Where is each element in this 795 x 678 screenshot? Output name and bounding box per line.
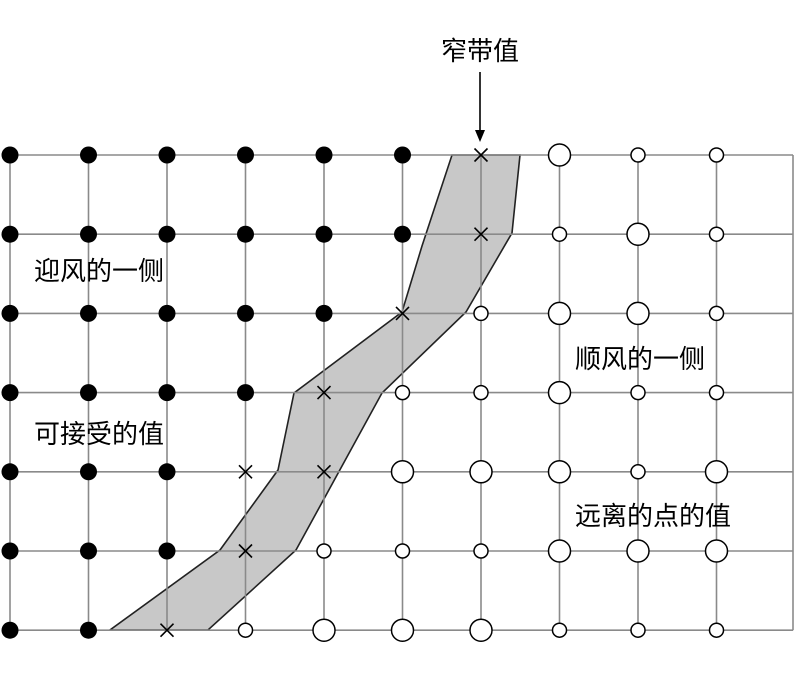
cross-stroke — [238, 543, 253, 559]
cross-point — [473, 227, 489, 242]
cross-point — [238, 543, 253, 559]
open-point-small — [473, 305, 489, 322]
filled-point — [80, 384, 97, 402]
filled-point — [1, 384, 19, 402]
open-point-large — [547, 301, 572, 326]
open-point-small — [551, 226, 568, 242]
filled-point — [158, 225, 176, 243]
open-point-large — [626, 301, 650, 326]
open-point-small — [630, 622, 646, 638]
filled-point — [158, 384, 176, 402]
grid-points — [1, 143, 729, 642]
open-point-small — [316, 543, 332, 559]
open-point-small — [630, 464, 646, 480]
open-point-large — [704, 460, 729, 484]
open-point-small — [630, 147, 646, 163]
open-point-large — [626, 222, 650, 246]
cross-point — [316, 385, 332, 400]
downwind-side-label: 顺风的一侧 — [575, 345, 705, 375]
acceptable-value-label: 可接受的值 — [34, 420, 164, 450]
filled-point — [1, 146, 19, 164]
filled-point — [1, 304, 19, 322]
open-point-small — [394, 384, 411, 401]
filled-point — [237, 146, 254, 164]
open-point-large — [704, 539, 729, 563]
filled-point — [394, 146, 411, 164]
filled-point — [158, 304, 176, 322]
open-point-small — [473, 543, 489, 559]
cross-stroke — [159, 623, 175, 638]
open-point-large — [547, 460, 572, 484]
open-point-large — [547, 143, 572, 167]
open-point-large — [312, 618, 336, 642]
cross-point — [238, 464, 253, 479]
filled-point — [237, 225, 254, 243]
narrow-band-value-label: 窄带值 — [441, 37, 519, 67]
open-point-small — [708, 305, 725, 322]
open-point-large — [547, 539, 572, 563]
open-point-small — [708, 622, 725, 638]
filled-point — [315, 304, 333, 322]
open-point-large — [390, 618, 415, 642]
open-point-large — [626, 539, 650, 563]
filled-point — [80, 463, 97, 481]
open-point-large — [390, 460, 415, 484]
cross-point — [473, 147, 489, 163]
open-point-small — [473, 384, 489, 401]
filled-point — [1, 225, 19, 243]
cross-stroke — [473, 147, 489, 163]
filled-point — [158, 146, 176, 164]
open-point-small — [551, 622, 568, 638]
cross-stroke — [316, 464, 332, 479]
narrow-band-arrow-head — [475, 130, 485, 142]
open-point-large — [469, 618, 493, 642]
cross-stroke — [473, 227, 489, 242]
open-point-small — [708, 226, 725, 242]
open-point-large — [469, 460, 493, 484]
filled-point — [315, 146, 333, 164]
filled-point — [80, 304, 97, 322]
open-point-small — [394, 543, 411, 559]
filled-point — [1, 621, 19, 639]
cross-point — [316, 464, 332, 479]
cross-point — [395, 306, 410, 321]
filled-point — [237, 304, 254, 322]
filled-point — [80, 542, 97, 560]
open-point-small — [237, 622, 254, 638]
filled-point — [315, 225, 333, 243]
filled-point — [158, 542, 176, 560]
filled-point — [80, 146, 97, 164]
cross-stroke — [238, 464, 253, 479]
open-point-large — [547, 380, 572, 405]
cross-stroke — [395, 306, 410, 321]
upwind-side-label: 迎风的一侧 — [34, 257, 164, 287]
filled-point — [237, 384, 254, 402]
filled-point — [80, 225, 97, 243]
filled-point — [80, 621, 97, 639]
filled-point — [158, 463, 176, 481]
cross-point — [159, 623, 175, 638]
filled-point — [1, 542, 19, 560]
far-point-value-label: 远离的点的值 — [575, 502, 731, 532]
filled-point — [1, 463, 19, 481]
cross-stroke — [316, 385, 332, 400]
open-point-small — [708, 147, 725, 163]
open-point-small — [708, 384, 725, 401]
filled-point — [394, 225, 411, 243]
open-point-small — [630, 384, 646, 401]
